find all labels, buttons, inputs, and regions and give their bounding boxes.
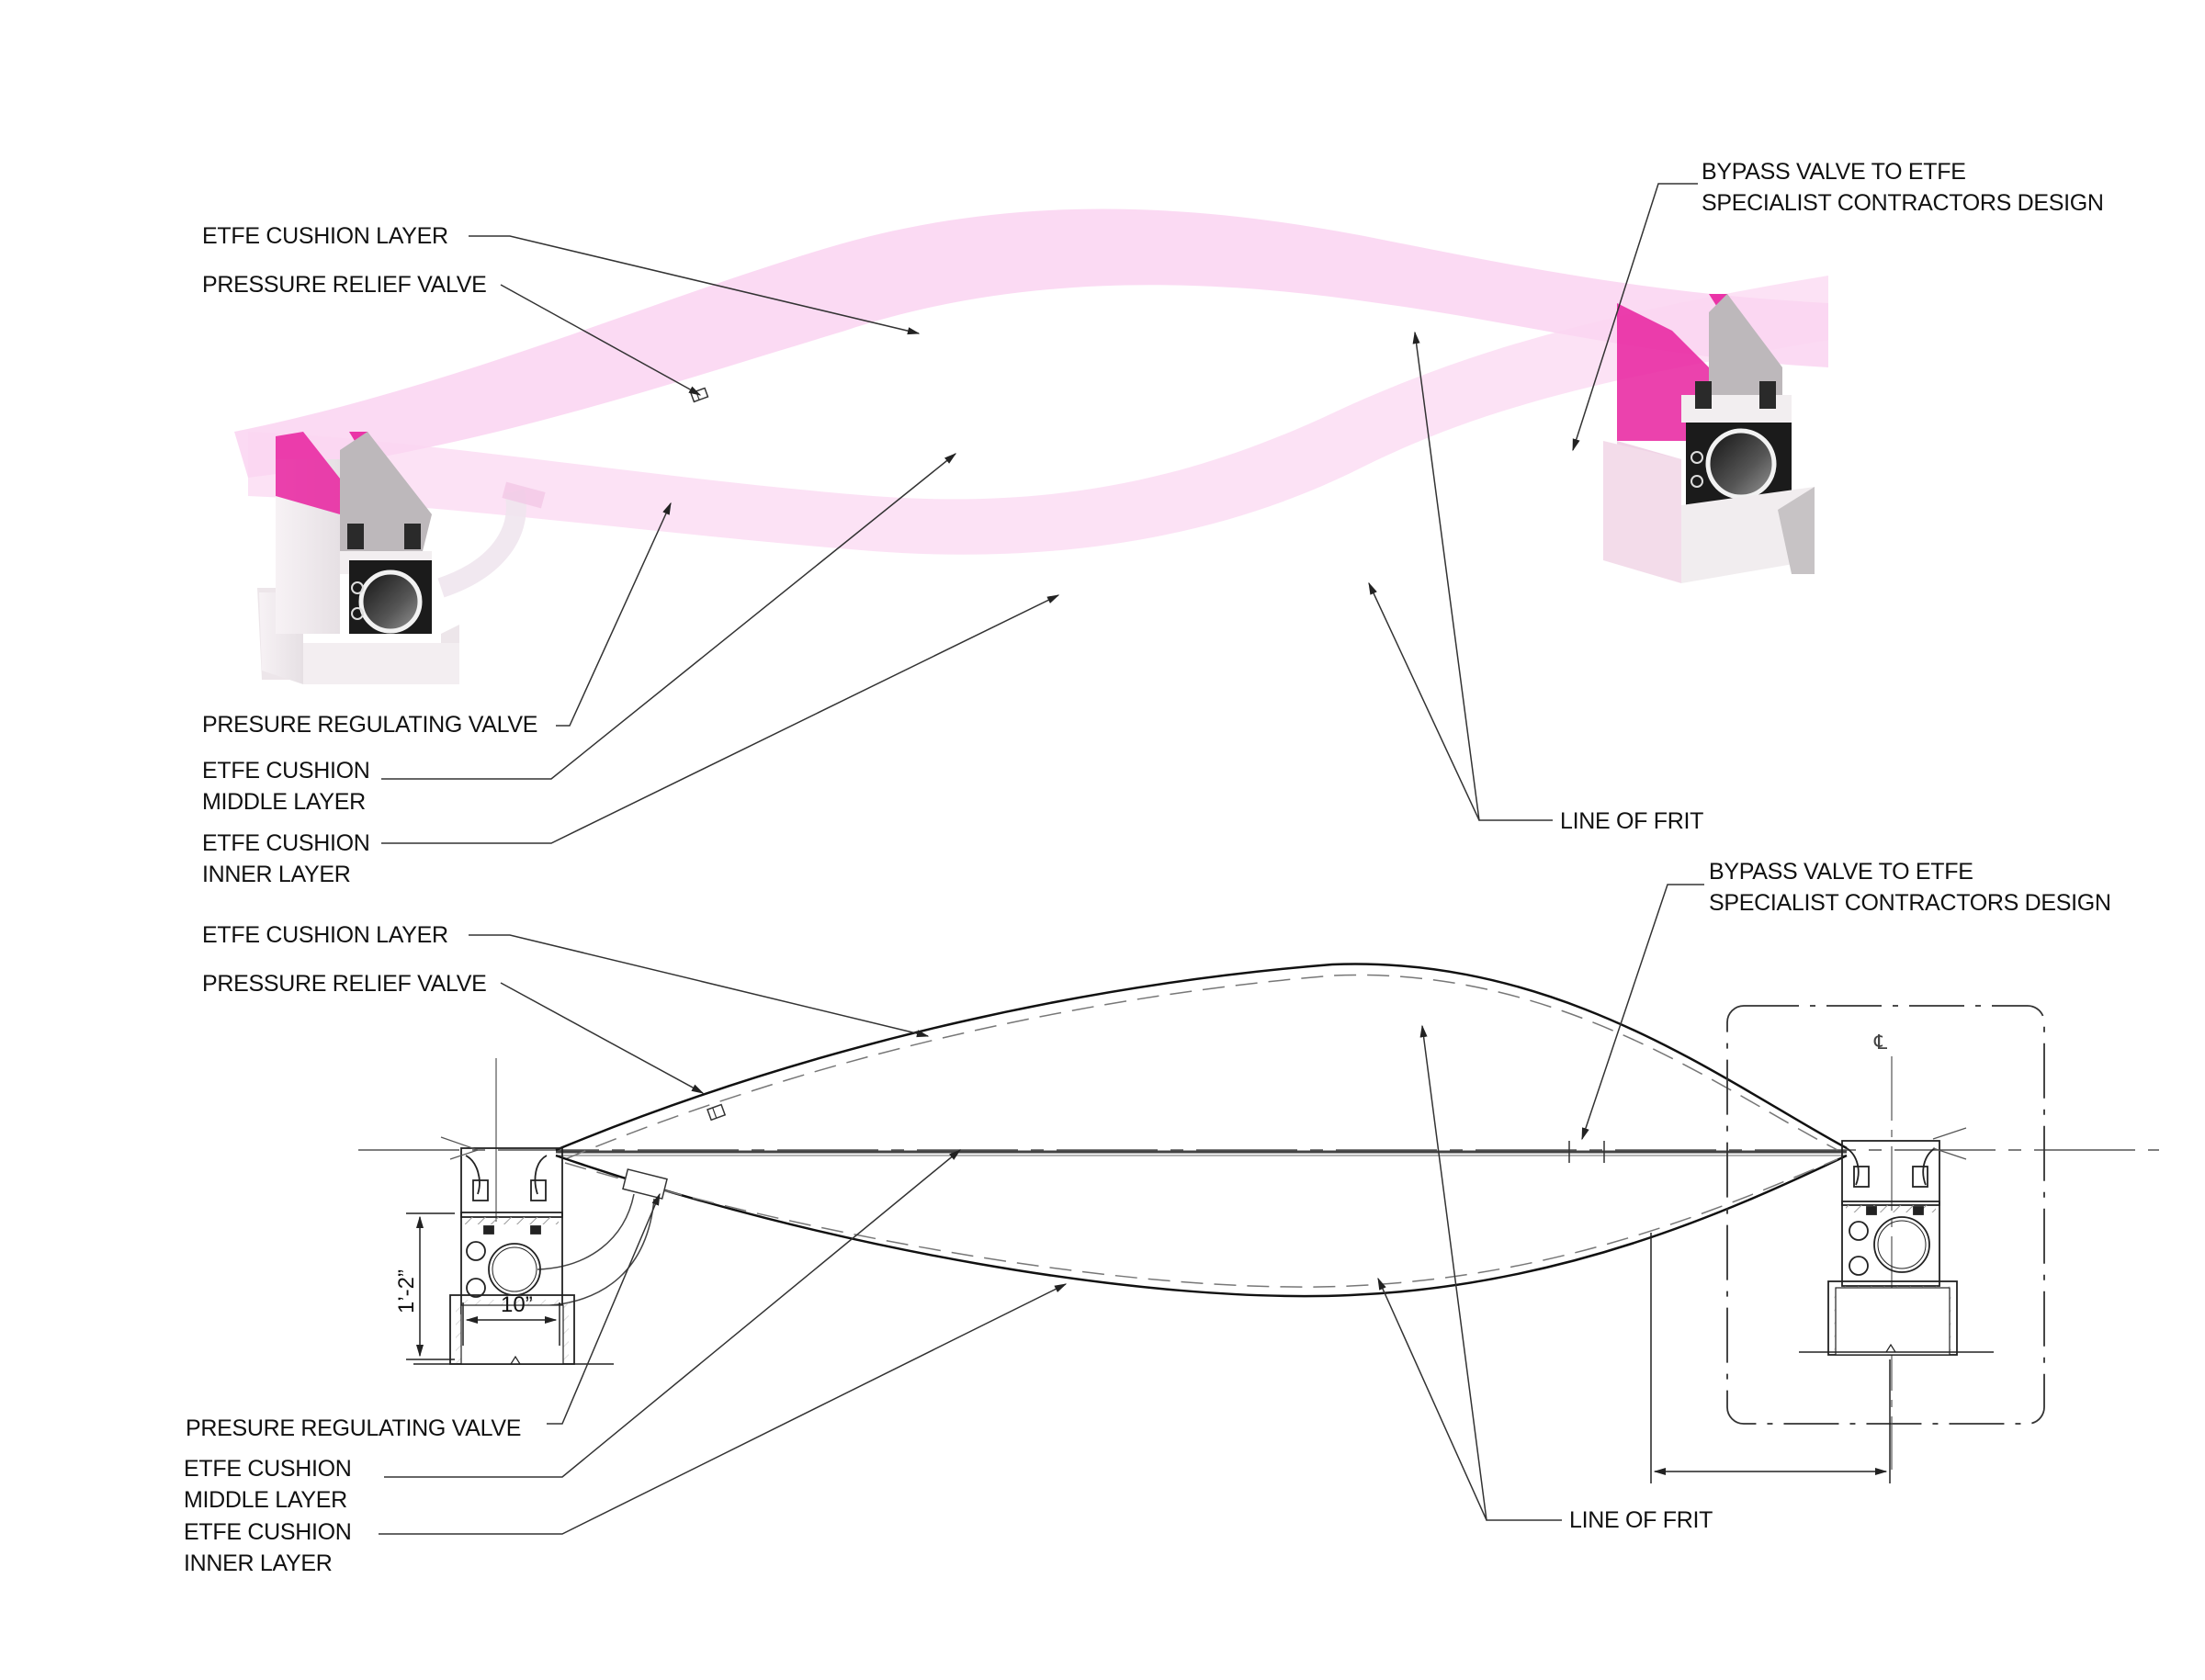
right-frame-section bbox=[1799, 1127, 1994, 1356]
regulating-valve-flange bbox=[502, 481, 546, 509]
leader-regulating-valve bbox=[556, 502, 672, 727]
label-inner-layer-2d: ETFE CUSHION INNER LAYER bbox=[184, 1519, 352, 1576]
label-pressure-relief-valve: PRESSURE RELIEF VALVE bbox=[202, 272, 487, 298]
leader-inner-layer-2d bbox=[379, 1283, 1068, 1535]
label-middle-layer-2d: ETFE CUSHION MIDDLE LAYER bbox=[184, 1456, 352, 1513]
leader-frit-2d-2 bbox=[1377, 1277, 1487, 1521]
leader-pressure-relief-2d bbox=[500, 982, 705, 1094]
label-regulating-valve: PRESURE REGULATING VALVE bbox=[202, 712, 538, 738]
leader-cushion-layer bbox=[469, 235, 921, 335]
bottom-leader-lines bbox=[379, 884, 1704, 1535]
left-frame-profile-3d bbox=[257, 432, 459, 684]
centerline-symbol: ℄ bbox=[1873, 1031, 1888, 1054]
leader-middle-layer bbox=[381, 453, 957, 780]
leader-middle-layer-2d bbox=[384, 1149, 962, 1478]
dimension-height bbox=[406, 1212, 455, 1360]
leader-inner-layer bbox=[381, 594, 1060, 844]
top-3d-view bbox=[234, 183, 1828, 844]
inner-layer-curve bbox=[555, 1154, 1848, 1298]
dimension-frit-offset bbox=[1650, 1233, 1891, 1483]
detail-boundary bbox=[1726, 1005, 2045, 1425]
regulating-valve-pipe bbox=[437, 489, 526, 598]
right-frame-profile-3d bbox=[1603, 294, 1815, 583]
leader-frit-2d-1 bbox=[1419, 1024, 1562, 1521]
bottom-section-view: 1’-2” 10” ℄ bbox=[358, 884, 2159, 1535]
label-etfe-cushion-layer: ETFE CUSHION LAYER bbox=[202, 223, 448, 249]
leader-regulating-valve-2d bbox=[547, 1192, 661, 1425]
label-middle-layer: ETFE CUSHION MIDDLE LAYER bbox=[202, 758, 370, 815]
dimension-height-label: 1’-2” bbox=[394, 1269, 419, 1314]
leader-bypass-valve bbox=[1572, 183, 1698, 452]
label-inner-layer: ETFE CUSHION INNER LAYER bbox=[202, 830, 370, 887]
leader-pressure-relief-valve bbox=[500, 284, 702, 396]
pressure-relief-valve-section-icon bbox=[707, 1103, 727, 1122]
leader-bypass-valve-2d bbox=[1581, 884, 1704, 1141]
label-line-of-frit-2d: LINE OF FRIT bbox=[1569, 1507, 1713, 1533]
label-pressure-relief-valve-2d: PRESSURE RELIEF VALVE bbox=[202, 971, 487, 997]
outer-layer-curve bbox=[555, 963, 1848, 1152]
leader-frit-2 bbox=[1368, 581, 1480, 821]
dimension-width bbox=[462, 1302, 560, 1346]
etfe-outer-layer-band bbox=[234, 209, 1828, 478]
label-etfe-cushion-layer-2d: ETFE CUSHION LAYER bbox=[202, 922, 448, 948]
etfe-inner-layer-band bbox=[248, 276, 1828, 555]
label-bypass-valve: BYPASS VALVE TO ETFE SPECIALIST CONTRACT… bbox=[1702, 159, 2104, 216]
leader-cushion-layer-2d bbox=[469, 934, 930, 1038]
regulating-valve-flange-section bbox=[622, 1168, 668, 1200]
label-bypass-valve-2d: BYPASS VALVE TO ETFE SPECIALIST CONTRACT… bbox=[1709, 859, 2111, 916]
label-regulating-valve-2d: PRESURE REGULATING VALVE bbox=[186, 1415, 522, 1441]
top-leader-lines bbox=[381, 183, 1698, 844]
label-line-of-frit: LINE OF FRIT bbox=[1560, 808, 1704, 834]
dimension-width-label: 10” bbox=[501, 1292, 533, 1317]
left-frame-section bbox=[413, 1058, 614, 1365]
